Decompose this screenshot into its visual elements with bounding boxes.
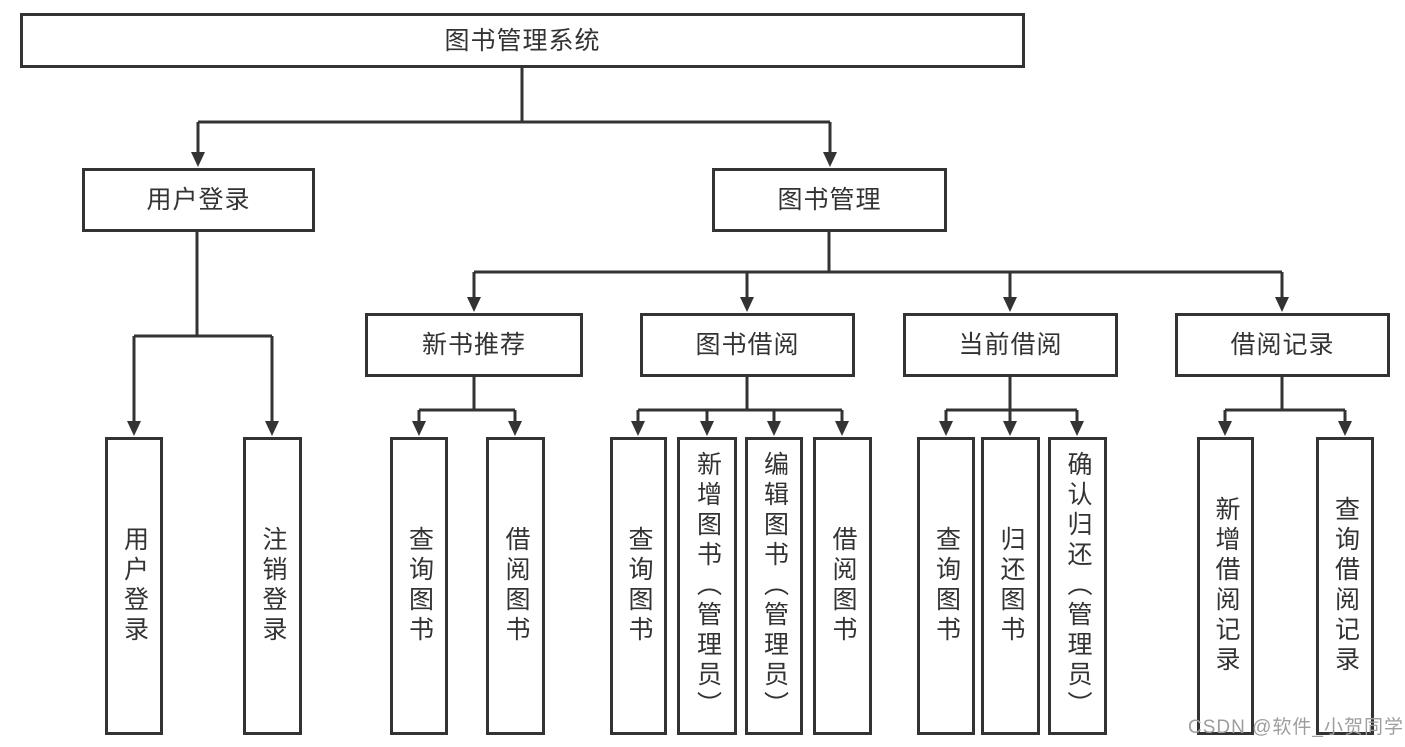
connector-book-borrowing-children <box>631 377 849 436</box>
leaf-confirm-return-admin: 确认归还（管理员） <box>1048 437 1107 735</box>
leaf-query-borrow-record: 查询借阅记录 <box>1316 437 1374 735</box>
node-user-login: 用户登录 <box>82 168 315 232</box>
node-label: 当前借阅 <box>958 331 1063 359</box>
arrowhead <box>467 297 481 312</box>
arrowhead <box>835 421 849 436</box>
arrowhead <box>1338 421 1352 436</box>
leaf-edit-book-admin: 编辑图书（管理员） <box>745 437 803 735</box>
node-label: 用户登录 <box>120 526 149 646</box>
connector-root-to-level1 <box>191 68 837 167</box>
arrowhead <box>1275 297 1289 312</box>
arrowhead <box>1003 297 1017 312</box>
node-label: 查询图书 <box>932 526 961 646</box>
node-library-management-system: 图书管理系统 <box>20 13 1025 68</box>
leaf-query-books-recommend: 查询图书 <box>390 437 448 735</box>
arrowhead <box>1070 421 1084 436</box>
leaf-borrow-books-recommend: 借阅图书 <box>486 437 545 735</box>
node-label: 查询图书 <box>625 526 653 646</box>
arrowhead <box>939 421 953 436</box>
node-label: 借阅图书 <box>502 526 530 646</box>
leaf-query-books-borrowing: 查询图书 <box>610 437 667 735</box>
csdn-watermark: CSDN @软件_小贺同学 <box>1188 717 1404 738</box>
arrowhead <box>740 297 754 312</box>
node-new-book-recommend: 新书推荐 <box>365 313 583 377</box>
arrowhead <box>127 421 141 436</box>
node-label: 查询图书 <box>405 526 434 646</box>
arrowhead <box>265 421 279 436</box>
connector-new-book-recommend-children <box>412 377 522 436</box>
arrowhead <box>631 421 645 436</box>
arrowhead <box>1218 421 1232 436</box>
node-label: 借阅记录 <box>1230 331 1335 359</box>
node-label: 用户登录 <box>146 186 251 214</box>
node-current-borrowing: 当前借阅 <box>903 313 1118 377</box>
node-label: 编辑图书（管理员） <box>760 451 789 721</box>
node-label: 借阅图书 <box>829 526 857 646</box>
connector-borrowing-records-children <box>1218 377 1352 436</box>
node-label: 新增图书（管理员） <box>693 451 722 721</box>
leaf-logout: 注销登录 <box>243 437 302 735</box>
leaf-borrow-books-borrowing: 借阅图书 <box>813 437 872 735</box>
arrowhead <box>191 152 205 167</box>
node-label: 图书管理 <box>777 186 882 214</box>
node-label: 新书推荐 <box>421 331 526 359</box>
node-label: 图书借阅 <box>695 331 800 359</box>
arrowhead <box>1003 421 1017 436</box>
node-label: 注销登录 <box>259 526 287 646</box>
leaf-user-login: 用户登录 <box>105 437 163 735</box>
leaf-add-borrow-record: 新增借阅记录 <box>1197 437 1254 735</box>
arrowhead <box>767 421 781 436</box>
connector-user-login-children <box>127 232 279 436</box>
leaf-return-books: 归还图书 <box>981 437 1040 735</box>
connector-current-borrowing-children <box>939 377 1084 436</box>
arrowhead <box>412 421 426 436</box>
node-label: 确认归还（管理员） <box>1064 451 1092 721</box>
arrowhead <box>700 421 714 436</box>
leaf-query-books-current: 查询图书 <box>917 437 975 735</box>
node-label: 查询借阅记录 <box>1331 496 1360 676</box>
leaf-add-book-admin: 新增图书（管理员） <box>677 437 737 735</box>
arrowhead <box>823 152 837 167</box>
node-book-borrowing: 图书借阅 <box>640 313 855 377</box>
node-book-management: 图书管理 <box>712 168 947 232</box>
node-borrowing-records: 借阅记录 <box>1175 313 1390 377</box>
connector-book-management-children <box>467 232 1289 312</box>
node-label: 新增借阅记录 <box>1212 496 1240 676</box>
node-label: 图书管理系统 <box>444 26 601 55</box>
node-label: 归还图书 <box>997 526 1025 646</box>
arrowhead <box>508 421 522 436</box>
